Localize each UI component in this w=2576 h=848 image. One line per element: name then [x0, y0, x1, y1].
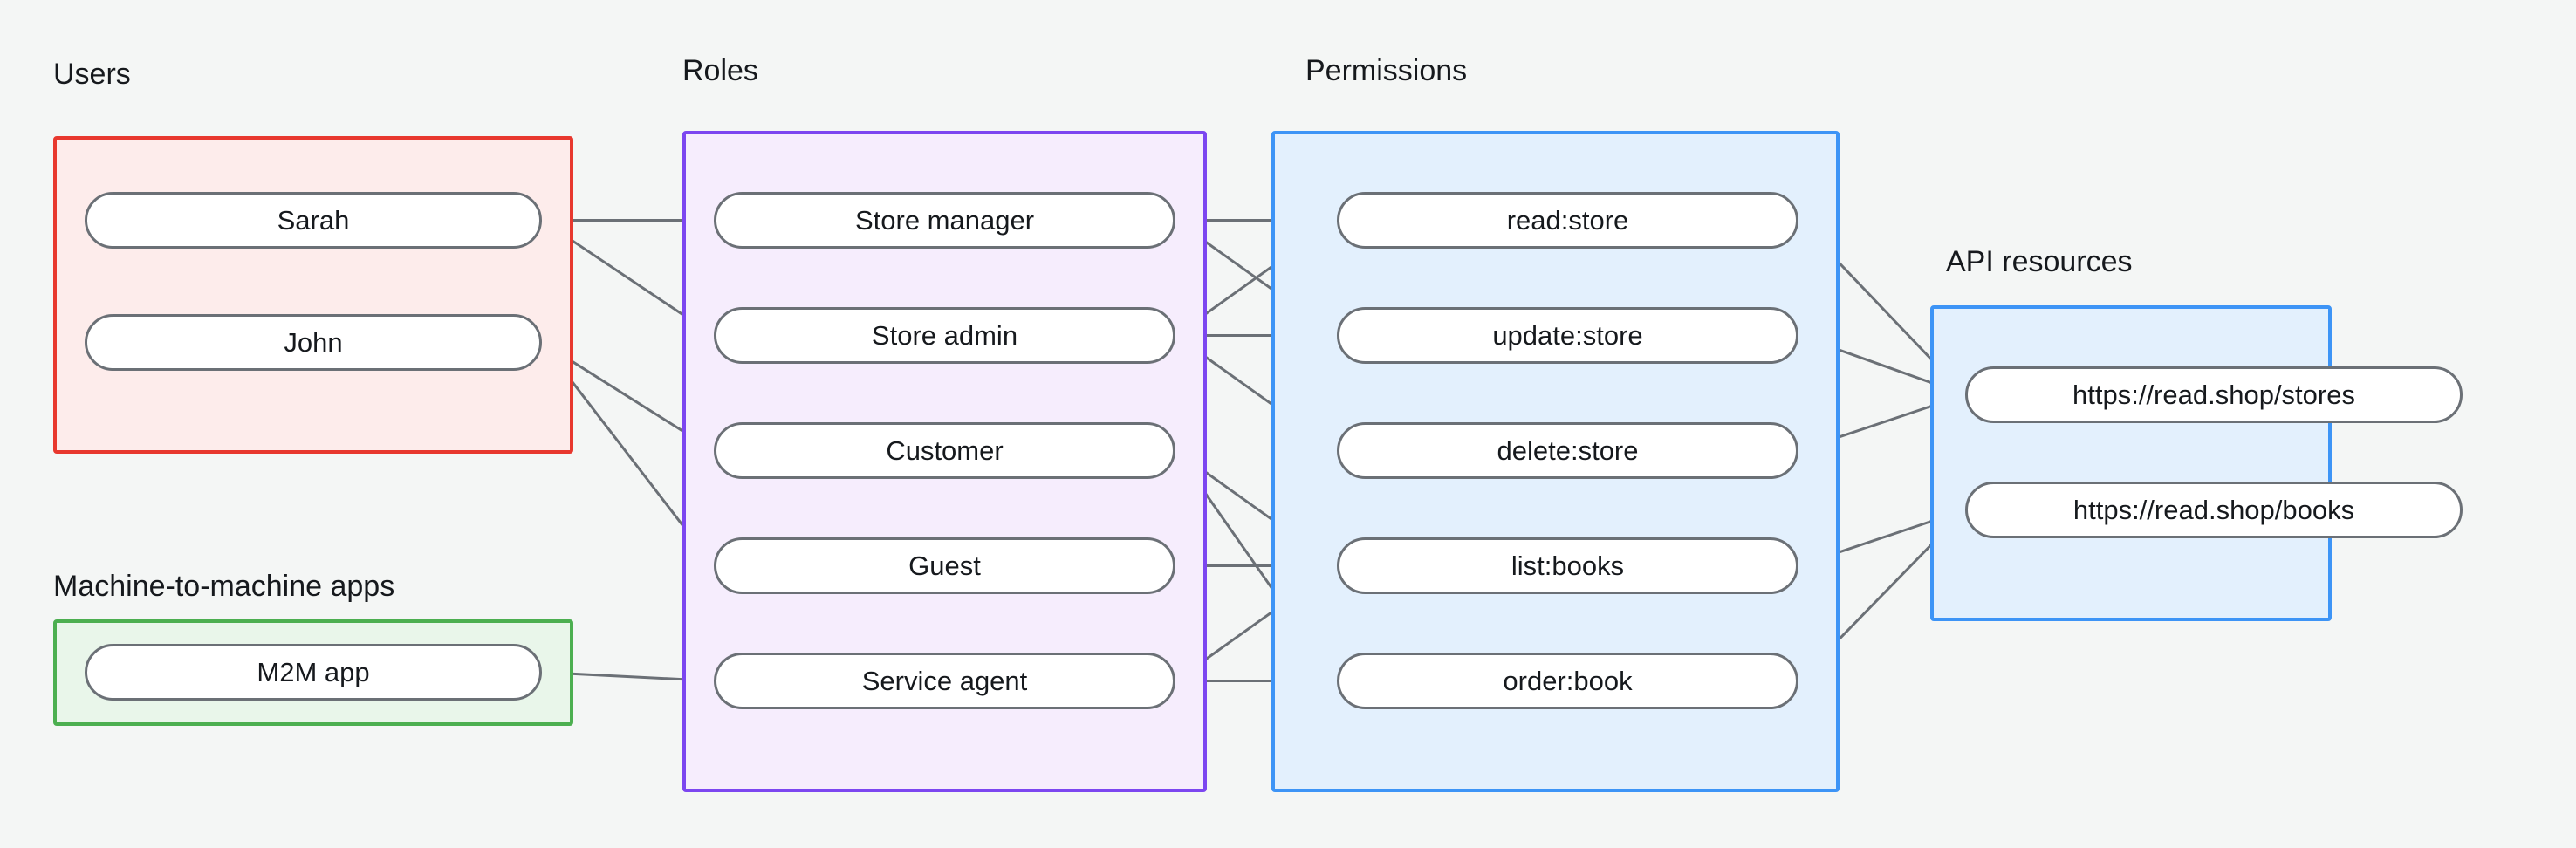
node-label: John [284, 326, 343, 358]
node-label: Guest [908, 550, 981, 581]
group-title-users: Users [53, 58, 131, 91]
node-m2m-app[interactable]: M2M app [85, 644, 542, 701]
group-box-api-resources [1930, 305, 2332, 621]
node-label: M2M app [257, 656, 370, 687]
node-label: update:store [1492, 319, 1643, 351]
node-label: read:store [1506, 204, 1629, 236]
node-store-manager[interactable]: Store manager [714, 192, 1175, 249]
node-john[interactable]: John [85, 314, 542, 371]
node-guest[interactable]: Guest [714, 537, 1175, 594]
group-title-api-resources: API resources [1946, 245, 2133, 278]
node-delete-store[interactable]: delete:store [1337, 422, 1798, 479]
group-box-users [53, 136, 573, 454]
node-label: Sarah [277, 204, 350, 236]
node-order-book[interactable]: order:book [1337, 653, 1798, 709]
node-label: order:book [1503, 665, 1633, 696]
node-label: list:books [1511, 550, 1625, 581]
node-read-store[interactable]: read:store [1337, 192, 1798, 249]
node-sarah[interactable]: Sarah [85, 192, 542, 249]
node-label: Store admin [871, 319, 1018, 351]
node-res-books[interactable]: https://read.shop/books [1965, 482, 2463, 538]
node-update-store[interactable]: update:store [1337, 307, 1798, 364]
node-label: Customer [886, 434, 1004, 466]
node-label: https://read.shop/books [2072, 494, 2355, 525]
node-store-admin[interactable]: Store admin [714, 307, 1175, 364]
node-res-stores[interactable]: https://read.shop/stores [1965, 366, 2463, 423]
node-label: Service agent [861, 665, 1028, 696]
node-list-books[interactable]: list:books [1337, 537, 1798, 594]
group-title-permissions: Permissions [1305, 54, 1468, 87]
group-title-roles: Roles [682, 54, 758, 87]
node-customer[interactable]: Customer [714, 422, 1175, 479]
group-title-m2m: Machine-to-machine apps [53, 570, 395, 603]
node-label: https://read.shop/stores [2072, 379, 2355, 410]
node-service-agent[interactable]: Service agent [714, 653, 1175, 709]
node-label: Store manager [854, 204, 1035, 236]
node-label: delete:store [1497, 434, 1639, 466]
